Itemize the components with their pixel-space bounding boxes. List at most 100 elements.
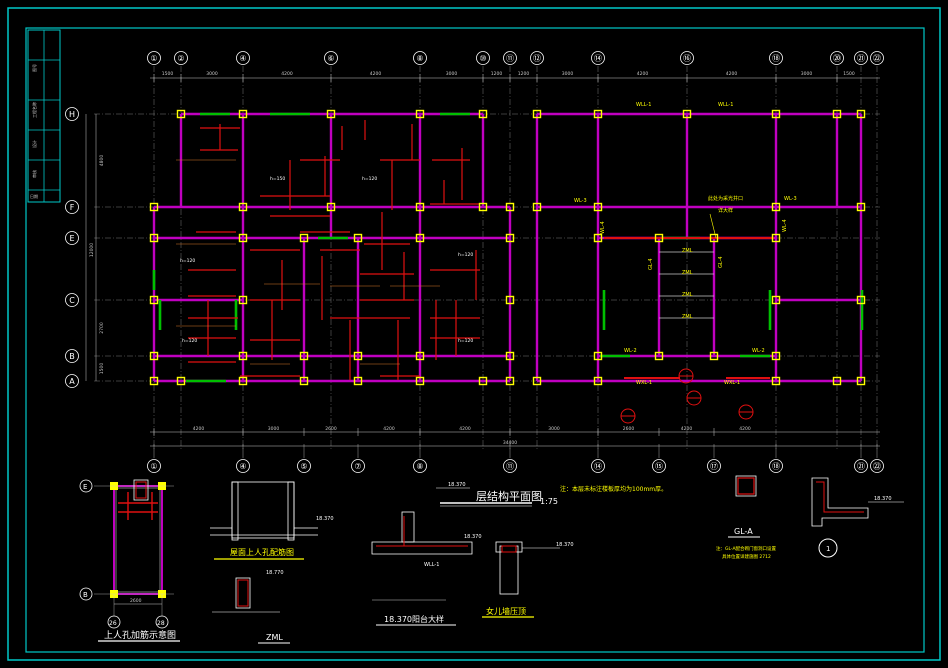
column: [415, 376, 425, 386]
dim-text-bottom: 2600: [623, 426, 635, 432]
axis-label-top: ⑱: [772, 54, 780, 63]
dim-text-top: 1200: [518, 71, 530, 77]
title-cell-5: 日期: [30, 193, 38, 199]
beam-end-elev: 18.370: [874, 496, 892, 502]
roof-hatch-title: 屋面上人孔配筋图: [230, 547, 294, 557]
label-wl4-b: WL-4: [782, 219, 788, 232]
axis-bubble-bottom: [351, 459, 365, 473]
hatch-dim: 2600: [130, 598, 142, 604]
title-cell-1: 图号: [31, 64, 37, 72]
slab-h120-e: h=120: [458, 338, 473, 344]
column: [771, 233, 781, 243]
main-note: 注：本层未标注楼板厚均为100mm厚。: [560, 485, 667, 493]
balcony-wll: WLL-1: [424, 562, 439, 568]
column: [238, 109, 248, 119]
title-cell-4: 审核: [31, 170, 37, 178]
column: [415, 202, 425, 212]
slab-h150: h=150: [270, 176, 285, 182]
gla-note2: 具体位置详建施图 2712: [722, 553, 771, 560]
axis-bubble-left: [65, 374, 79, 388]
elev-top: 18.370: [448, 482, 466, 488]
axis-label-bottom: ①: [150, 462, 157, 471]
dim-text-total: 34400: [503, 440, 517, 446]
roof-hatch-elev: 18.370: [316, 516, 334, 522]
axis-label-bottom: ⑧: [416, 462, 423, 471]
label-wll1-b: WLL-1: [718, 102, 733, 108]
axis-bubble-bottom: [854, 459, 868, 473]
axis-label-top: ⑳: [833, 54, 841, 63]
axis-bubble-top: [680, 51, 694, 65]
label-wl3-a: WL-3: [574, 198, 587, 204]
dim-text-bottom: 4200: [459, 426, 471, 432]
axis-bubble-top: [854, 51, 868, 65]
column: [593, 351, 603, 361]
column: [593, 202, 603, 212]
column: [771, 202, 781, 212]
label-note-red2: 详大样: [718, 207, 733, 214]
plan-labels: WLL-1 WLL-1 WL-3 WL-3 WL-4 WL-4 WL-2 WL-…: [574, 102, 797, 386]
label-wkl1-a: WXL-1: [636, 380, 652, 386]
column: [478, 202, 488, 212]
axis-bubble-top: [870, 51, 884, 65]
slab-h120-b: h=120: [458, 252, 473, 258]
column: [505, 202, 515, 212]
column: [299, 351, 309, 361]
dim-text-top: 1200: [491, 71, 503, 77]
axis-bubble-bottom: [769, 459, 783, 473]
axis-bubble-top: [530, 51, 544, 65]
column: [709, 351, 719, 361]
column: [832, 109, 842, 119]
column: [415, 109, 425, 119]
column: [299, 376, 309, 386]
column: [593, 109, 603, 119]
dim-text-top: 3000: [446, 71, 458, 77]
dim-text-top: 1500: [162, 71, 174, 77]
axis-label-bottom: ⑰: [710, 462, 718, 471]
dim-text-left: 2700: [99, 322, 105, 334]
column: [149, 295, 159, 305]
axis-bubble-top: [147, 51, 161, 65]
column: [505, 295, 515, 305]
slab-h120-d: h=120: [182, 338, 197, 344]
axis-label-bottom: ⑱: [772, 462, 780, 471]
label-gl4-a: GL-4: [648, 258, 654, 270]
dim-text-bottom: 4200: [739, 426, 751, 432]
column: [238, 202, 248, 212]
axis-label-top: ⑥: [327, 54, 334, 63]
dim-text-top: 3000: [801, 71, 813, 77]
axis-bubble-bottom: [870, 459, 884, 473]
column: [654, 351, 664, 361]
axis-label-bottom: ⑪: [506, 462, 514, 471]
balcony-elev: 18.370: [464, 534, 482, 540]
detail-gla: GL-A 注：GL-A配合砌门窗洞口设置 具体位置详建施图 2712: [716, 475, 777, 560]
axis-label-top: ⑩: [479, 54, 486, 63]
axis-bubble-top: [236, 51, 250, 65]
axis-bubble-bottom: [707, 459, 721, 473]
axis-bubble-top: [413, 51, 427, 65]
column: [832, 376, 842, 386]
structural-plan: [94, 66, 880, 450]
axis-bubble-left: [65, 293, 79, 307]
column: [238, 351, 248, 361]
axis-bubble-bottom: [297, 459, 311, 473]
axis-bubble-left: [65, 231, 79, 245]
zml-title: ZML: [266, 633, 283, 642]
axis-bubble-top: [324, 51, 338, 65]
column: [532, 202, 542, 212]
detail-roof-hatch: 18.370 屋面上人孔配筋图: [210, 481, 334, 560]
label-note-red: 此处为采光井口: [708, 195, 743, 202]
axis-bubble-top: [591, 51, 605, 65]
slab-thickness-labels: h=150 h=120 h=120 h=120 h=120 h=120: [180, 176, 473, 344]
column: [856, 202, 866, 212]
column: [771, 109, 781, 119]
column: [771, 295, 781, 305]
axis-label-left: H: [69, 110, 75, 119]
dim-text-top: 1500: [843, 71, 855, 77]
column: [505, 376, 515, 386]
dim-text-top: 4200: [370, 71, 382, 77]
dim-text-left: 4800: [99, 155, 105, 167]
axis-bubble-bottom: [236, 459, 250, 473]
dim-text-bottom: 3000: [268, 426, 280, 432]
